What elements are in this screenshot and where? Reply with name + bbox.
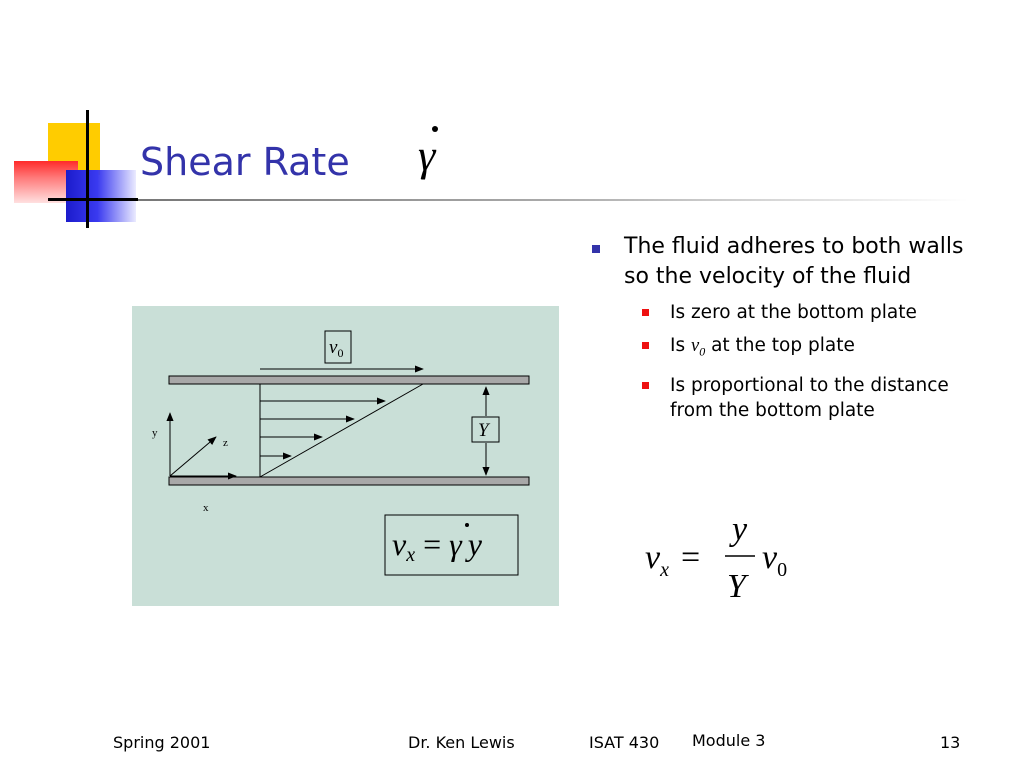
formula-box [384,514,519,576]
sub-bullet-text-tail: at the top plate [705,335,855,356]
svg-text:v0: v0 [762,539,787,581]
svg-text:vx=γy: vx=γy [392,526,483,566]
fraction-denominator: Y [727,568,749,605]
footer-date: Spring 2001 [113,733,211,752]
footer-module: Module 3 [692,731,766,750]
sub-bullet-text: Is proportional to the distance from the… [670,374,949,421]
sub-bullet-text: Is [670,335,691,356]
v0-label: v0 [329,337,343,360]
decor-blue-square [66,170,136,222]
v0-symbol: v0 [690,336,706,359]
sub-bullet-marker [642,309,649,316]
svg-text:vx=: vx= [645,539,700,581]
z-axis-label: z [223,437,228,449]
gap-label-box [471,416,500,443]
sub-bullet-list: Is zero at the bottom plate Is v0 at the… [592,300,992,423]
profile-slope [259,383,424,478]
velocity-formula: vx= y Y v0 [645,511,787,605]
gap-label: Y [478,420,491,441]
footer-course: ISAT 430 [589,733,660,752]
sub-bullet-text: Is zero at the bottom plate [670,302,917,323]
footer-author: Dr. Ken Lewis [408,733,515,752]
v0-label-box [324,330,352,364]
bullet-list: The fluid adheres to both walls so the v… [592,232,992,431]
y-axis-label: y [152,427,158,439]
footer-page-number: 13 [940,733,961,752]
decor-vertical-line [86,110,89,228]
top-plate [168,375,530,385]
z-axis [169,436,217,477]
gamma-symbol: γ [418,131,437,180]
slide-title: Shear Rate [140,140,350,184]
x-axis-label: x [203,502,209,514]
gamma-dot-symbol: γ [418,126,438,180]
sub-bullet-item: Is zero at the bottom plate [592,300,992,325]
bottom-plate [168,476,530,486]
bullet-marker [592,245,600,253]
gamma-dot [465,523,469,527]
title-underline [138,199,968,201]
diagram-background [132,306,559,606]
sub-bullet-item: Is proportional to the distance from the… [592,373,992,423]
sub-bullet-item: Is v0 at the top plate [592,333,992,365]
decor-horizontal-line [48,198,138,201]
sub-bullet-marker [642,342,649,349]
sub-bullet-marker [642,381,649,389]
bullet-item: The fluid adheres to both walls so the v… [592,232,992,292]
fraction-numerator: y [729,511,748,548]
bullet-text: The fluid adheres to both walls so the v… [624,234,964,289]
